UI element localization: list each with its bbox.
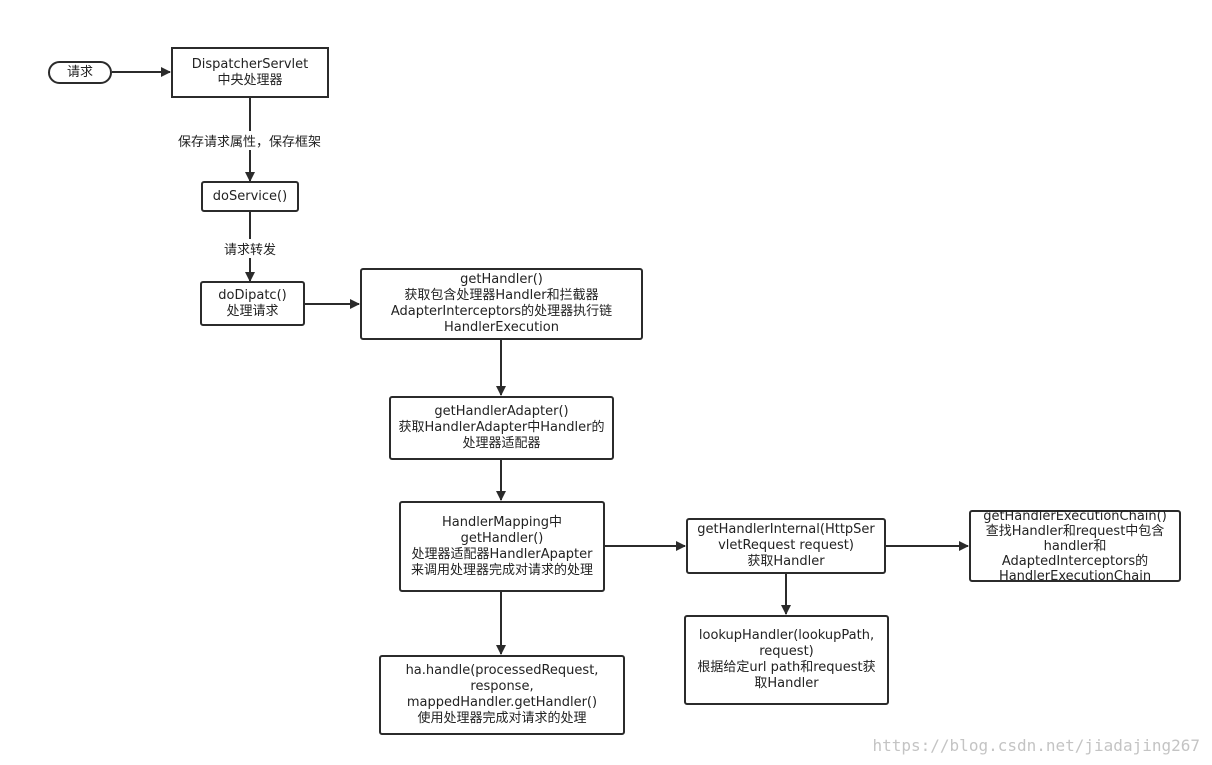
node-get-handler-adapter-line-1: getHandlerAdapter() — [434, 404, 569, 419]
node-handler-mapping: HandlerMapping中 getHandler() 处理器适配器Handl… — [399, 501, 605, 592]
node-handler-mapping-line-3: 处理器适配器HandlerApapter — [411, 546, 593, 562]
watermark: https://blog.csdn.net/jiadajing267 — [872, 736, 1200, 755]
node-get-handler-adapter-line-3: 处理器适配器 — [462, 436, 541, 451]
node-get-handler-internal-line-1: getHandlerInternal(HttpSer — [697, 522, 875, 537]
node-execution-chain-line-4: AdaptedInterceptors的 — [1001, 553, 1149, 569]
node-ha-handle-line-3: mappedHandler.getHandler() — [406, 695, 598, 710]
node-get-handler: getHandler() 获取包含处理器Handler和拦截器 AdapterI… — [360, 268, 643, 340]
node-request-line: 请求 — [66, 64, 93, 80]
node-get-handler-internal: getHandlerInternal(HttpSer vletRequest r… — [686, 518, 886, 574]
node-lookup-handler: lookupHandler(lookupPath, request) 根据给定u… — [684, 615, 889, 705]
node-get-handler-line-1: getHandler() — [460, 272, 543, 287]
node-ha-handle-line-2: response, — [470, 679, 534, 694]
node-do-service: doService() — [201, 181, 299, 212]
node-execution-chain-line-1: getHandlerExecutionChain() — [983, 508, 1167, 524]
node-do-dispatch-line-2: 处理请求 — [226, 303, 279, 319]
node-handler-mapping-line-2: getHandler() — [460, 530, 544, 546]
node-lookup-handler-line-1: lookupHandler(lookupPath, — [698, 628, 875, 643]
node-dispatcher-line-2: 中央处理器 — [217, 72, 283, 88]
node-request: 请求 — [48, 61, 112, 84]
edge-label-forward-request: 请求转发 — [222, 239, 279, 258]
node-ha-handle: ha.handle(processedRequest, response, ma… — [379, 655, 625, 735]
node-lookup-handler-line-3: 根据给定url path和request获 — [697, 660, 876, 675]
node-ha-handle-line-4: 使用处理器完成对请求的处理 — [417, 711, 587, 726]
node-execution-chain-line-2: 查找Handler和request中包含 — [985, 523, 1165, 539]
node-execution-chain-line-3: handler和 — [1043, 538, 1107, 554]
node-execution-chain-line-5: HandlerExecutionChain — [998, 568, 1152, 584]
node-ha-handle-line-1: ha.handle(processedRequest, — [405, 663, 599, 678]
node-get-handler-line-4: HandlerExecution — [444, 320, 559, 335]
node-lookup-handler-line-4: 取Handler — [754, 676, 819, 691]
node-do-dispatch: doDipatc() 处理请求 — [200, 281, 305, 326]
node-get-handler-internal-line-3: 获取Handler — [747, 554, 825, 569]
node-get-handler-internal-line-2: vletRequest request) — [718, 538, 854, 553]
node-dispatcher-servlet: DispatcherServlet 中央处理器 — [171, 47, 329, 98]
node-handler-mapping-line-1: HandlerMapping中 — [442, 514, 562, 530]
edge-label-save-attributes: 保存请求属性，保存框架 — [176, 131, 324, 150]
node-get-handler-adapter-line-2: 获取HandlerAdapter中Handler的 — [398, 420, 605, 435]
node-dispatcher-line-1: DispatcherServlet — [191, 56, 309, 72]
node-handler-mapping-line-4: 来调用处理器完成对请求的处理 — [410, 562, 593, 578]
node-get-handler-line-2: 获取包含处理器Handler和拦截器 — [404, 288, 599, 303]
node-get-handler-adapter: getHandlerAdapter() 获取HandlerAdapter中Han… — [389, 396, 614, 460]
node-handler-execution-chain: getHandlerExecutionChain() 查找Handler和req… — [969, 508, 1181, 584]
node-do-service-line: doService() — [212, 188, 288, 204]
node-lookup-handler-line-2: request) — [759, 644, 814, 659]
node-get-handler-line-3: AdapterInterceptors的处理器执行链 — [390, 304, 613, 319]
node-do-dispatch-line-1: doDipatc() — [218, 287, 287, 303]
